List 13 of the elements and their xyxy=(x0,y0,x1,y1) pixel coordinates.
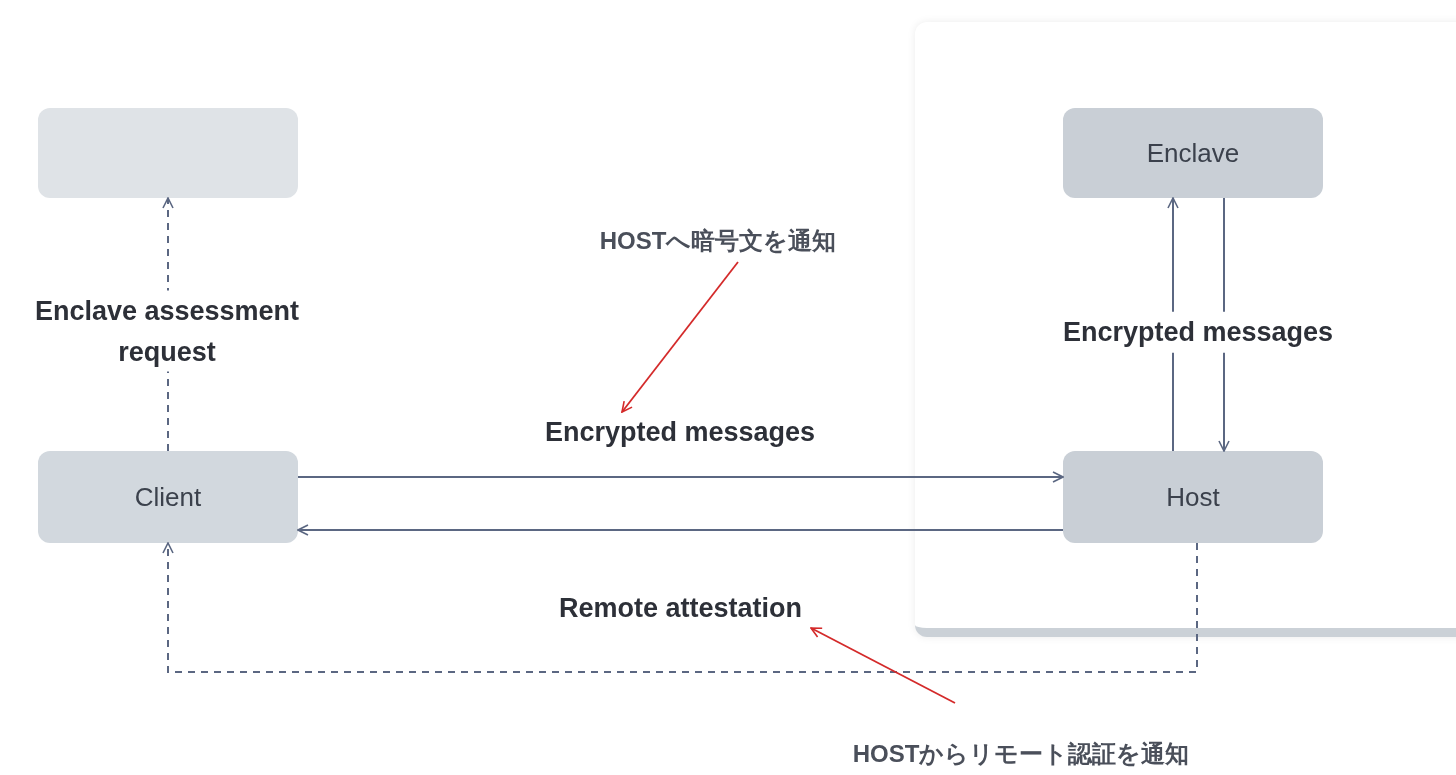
arrow xyxy=(297,524,1064,536)
arrow xyxy=(297,471,1064,483)
arrow xyxy=(162,542,1198,673)
process-box xyxy=(1063,451,1323,543)
node-label: Enclave xyxy=(1146,137,1240,169)
process-box xyxy=(38,451,298,543)
panel-card xyxy=(915,22,1456,637)
node-label: Client xyxy=(134,481,202,513)
empty-box xyxy=(38,108,298,198)
leader-arrow xyxy=(621,261,739,413)
leader-arrow xyxy=(810,627,956,704)
node-label: Host xyxy=(1166,481,1220,513)
process-box xyxy=(1063,108,1323,198)
